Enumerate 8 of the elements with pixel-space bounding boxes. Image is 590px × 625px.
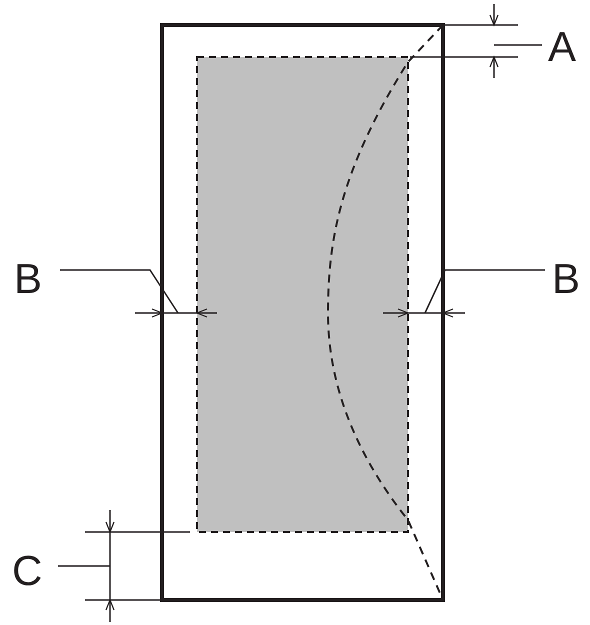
- dimension-label: B: [552, 258, 580, 300]
- dimension-label: B: [14, 258, 42, 300]
- leader-line: [424, 269, 545, 314]
- leader-line: [494, 44, 542, 46]
- leader-line: [58, 565, 110, 567]
- dimension-label: A: [548, 26, 576, 68]
- dimension-label: C: [12, 550, 42, 592]
- leader-line: [60, 269, 179, 314]
